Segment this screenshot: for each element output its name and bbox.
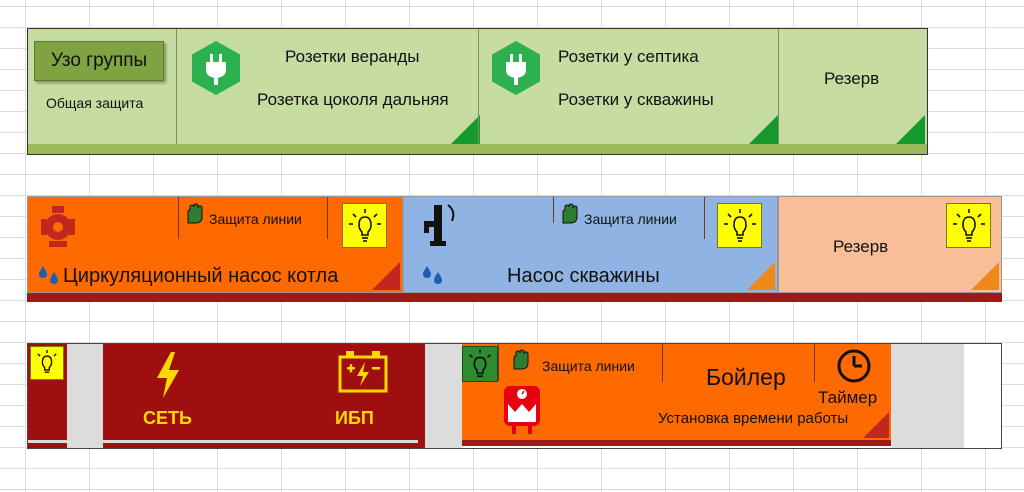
divider: [662, 344, 663, 382]
outlet-group-2-line-1: Розетки у септика: [558, 47, 699, 66]
uzo-group-button[interactable]: Узо группы: [34, 41, 164, 81]
water-drops-icon: [423, 266, 442, 284]
corner-indicator: [372, 262, 400, 290]
corner-indicator: [863, 412, 889, 438]
corner-indicator: [971, 262, 999, 290]
outlet-group-reserve[interactable]: Резерв: [779, 39, 927, 145]
uzo-caption: Общая защита: [46, 95, 144, 111]
bottom-band: [28, 440, 418, 443]
divider: [176, 29, 177, 145]
corner-indicator: [748, 115, 778, 145]
lightbulb-icon[interactable]: [717, 203, 762, 248]
outlet-group-1[interactable]: Розетки веранды Розетка цоколя дальняя: [190, 39, 490, 145]
boiler-icon: [504, 386, 540, 434]
corner-indicator: [895, 115, 925, 145]
outlet-group-1-line-2: Розетка цоколя дальняя: [257, 90, 449, 109]
power-boiler-panel: СЕТЬ ИБП Защита: [27, 343, 1002, 449]
hand-icon: [562, 203, 578, 224]
outlet-groups-panel: Узо группы Общая защита Розетки веранды …: [27, 28, 928, 155]
divider: [814, 344, 815, 382]
divider: [178, 197, 179, 239]
grid-label: СЕТЬ: [143, 408, 192, 428]
schedule-label[interactable]: Установка времени работы: [658, 410, 849, 427]
corner-indicator: [450, 115, 480, 145]
battery-icon: [338, 351, 388, 393]
divider: [327, 197, 328, 239]
ups-label: ИБП: [335, 408, 374, 428]
lightbulb-icon[interactable]: [342, 203, 387, 248]
spacer: [67, 344, 103, 448]
outlet-group-1-line-1: Розетки веранды: [285, 47, 420, 66]
bottom-band: [28, 144, 927, 154]
outlet-group-2[interactable]: Розетки у септика Розетки у скважины: [490, 39, 780, 145]
reserve-label: Резерв: [824, 69, 880, 88]
divider: [498, 344, 499, 381]
reserve-pump-panel[interactable]: Резерв: [778, 196, 1002, 293]
circulation-pump-label: Циркуляционный насос котла: [63, 265, 339, 287]
lightbulb-icon[interactable]: [462, 346, 498, 382]
lightbulb-icon[interactable]: [946, 203, 991, 248]
well-pump-label: Насос скважины: [507, 265, 660, 287]
outlet-group-2-line-2: Розетки у скважины: [558, 90, 714, 109]
water-tap-icon: [424, 204, 455, 246]
lightning-icon: [157, 352, 179, 398]
timer-label[interactable]: Таймер: [818, 388, 878, 407]
pumps-panel: Защита линии Циркуляционный насос котла: [27, 196, 1002, 306]
well-pump-panel[interactable]: Защита линии Насос скважины: [403, 196, 778, 293]
line-protection-label: Защита линии: [209, 211, 302, 227]
plug-icon: [192, 41, 240, 95]
boiler-panel[interactable]: Защита линии Бойлер Таймер Установка вре…: [462, 344, 891, 440]
pump-icon: [41, 206, 75, 247]
bottom-band: [27, 293, 1002, 302]
reserve-label: Резерв: [833, 237, 889, 256]
circulation-pump-panel[interactable]: Защита линии Циркуляционный насос котла: [27, 196, 403, 293]
hand-icon: [187, 203, 203, 224]
plug-icon: [492, 41, 540, 95]
spacer: [425, 344, 462, 448]
line-protection-label: Защита линии: [542, 358, 635, 374]
divider: [553, 197, 554, 223]
spacer: [891, 344, 964, 448]
power-source-block[interactable]: СЕТЬ ИБП: [103, 344, 425, 448]
divider: [478, 29, 479, 145]
corner-indicator: [747, 262, 775, 290]
lightbulb-icon[interactable]: [30, 346, 64, 380]
clock-icon[interactable]: [836, 348, 872, 384]
hand-icon: [513, 349, 529, 370]
bottom-band: [462, 440, 891, 446]
divider: [704, 197, 705, 239]
water-drops-icon: [39, 266, 58, 284]
divider: [778, 29, 779, 145]
line-protection-label: Защита линии: [584, 211, 677, 227]
boiler-title: Бойлер: [706, 364, 786, 390]
